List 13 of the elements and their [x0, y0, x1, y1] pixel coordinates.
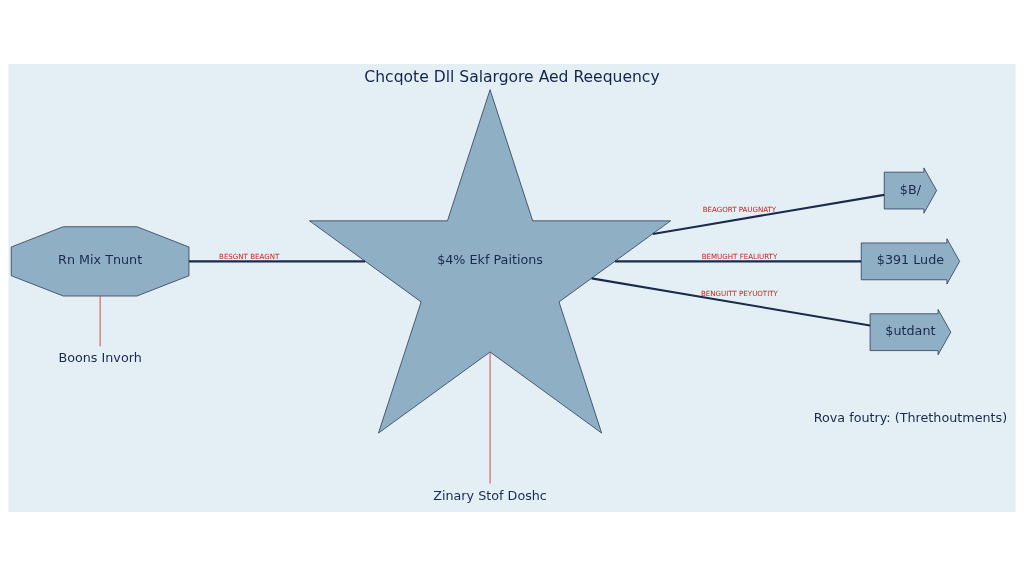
- connector: [189, 260, 366, 263]
- connector: [591, 277, 871, 327]
- connector: [99, 295, 101, 347]
- diagram-title: Chcqote Dll Salargore Aed Reequency: [364, 68, 660, 87]
- connector: [652, 193, 885, 236]
- edge-label: BEMUGHT FEALIURTY: [701, 252, 778, 262]
- edge-label: BESGNT BEAGNT: [219, 252, 280, 262]
- connector: [615, 260, 862, 263]
- edge-label: BEAGORT PAUGNATY: [702, 204, 777, 214]
- node-text: Zinary Stof Doshc: [433, 487, 547, 503]
- edge-label: BENGUITT PEYUOTITY: [701, 289, 778, 299]
- label: Rova foutry: (Threthoutments): [813, 409, 1008, 425]
- node-text: Boons Invorh: [58, 350, 142, 366]
